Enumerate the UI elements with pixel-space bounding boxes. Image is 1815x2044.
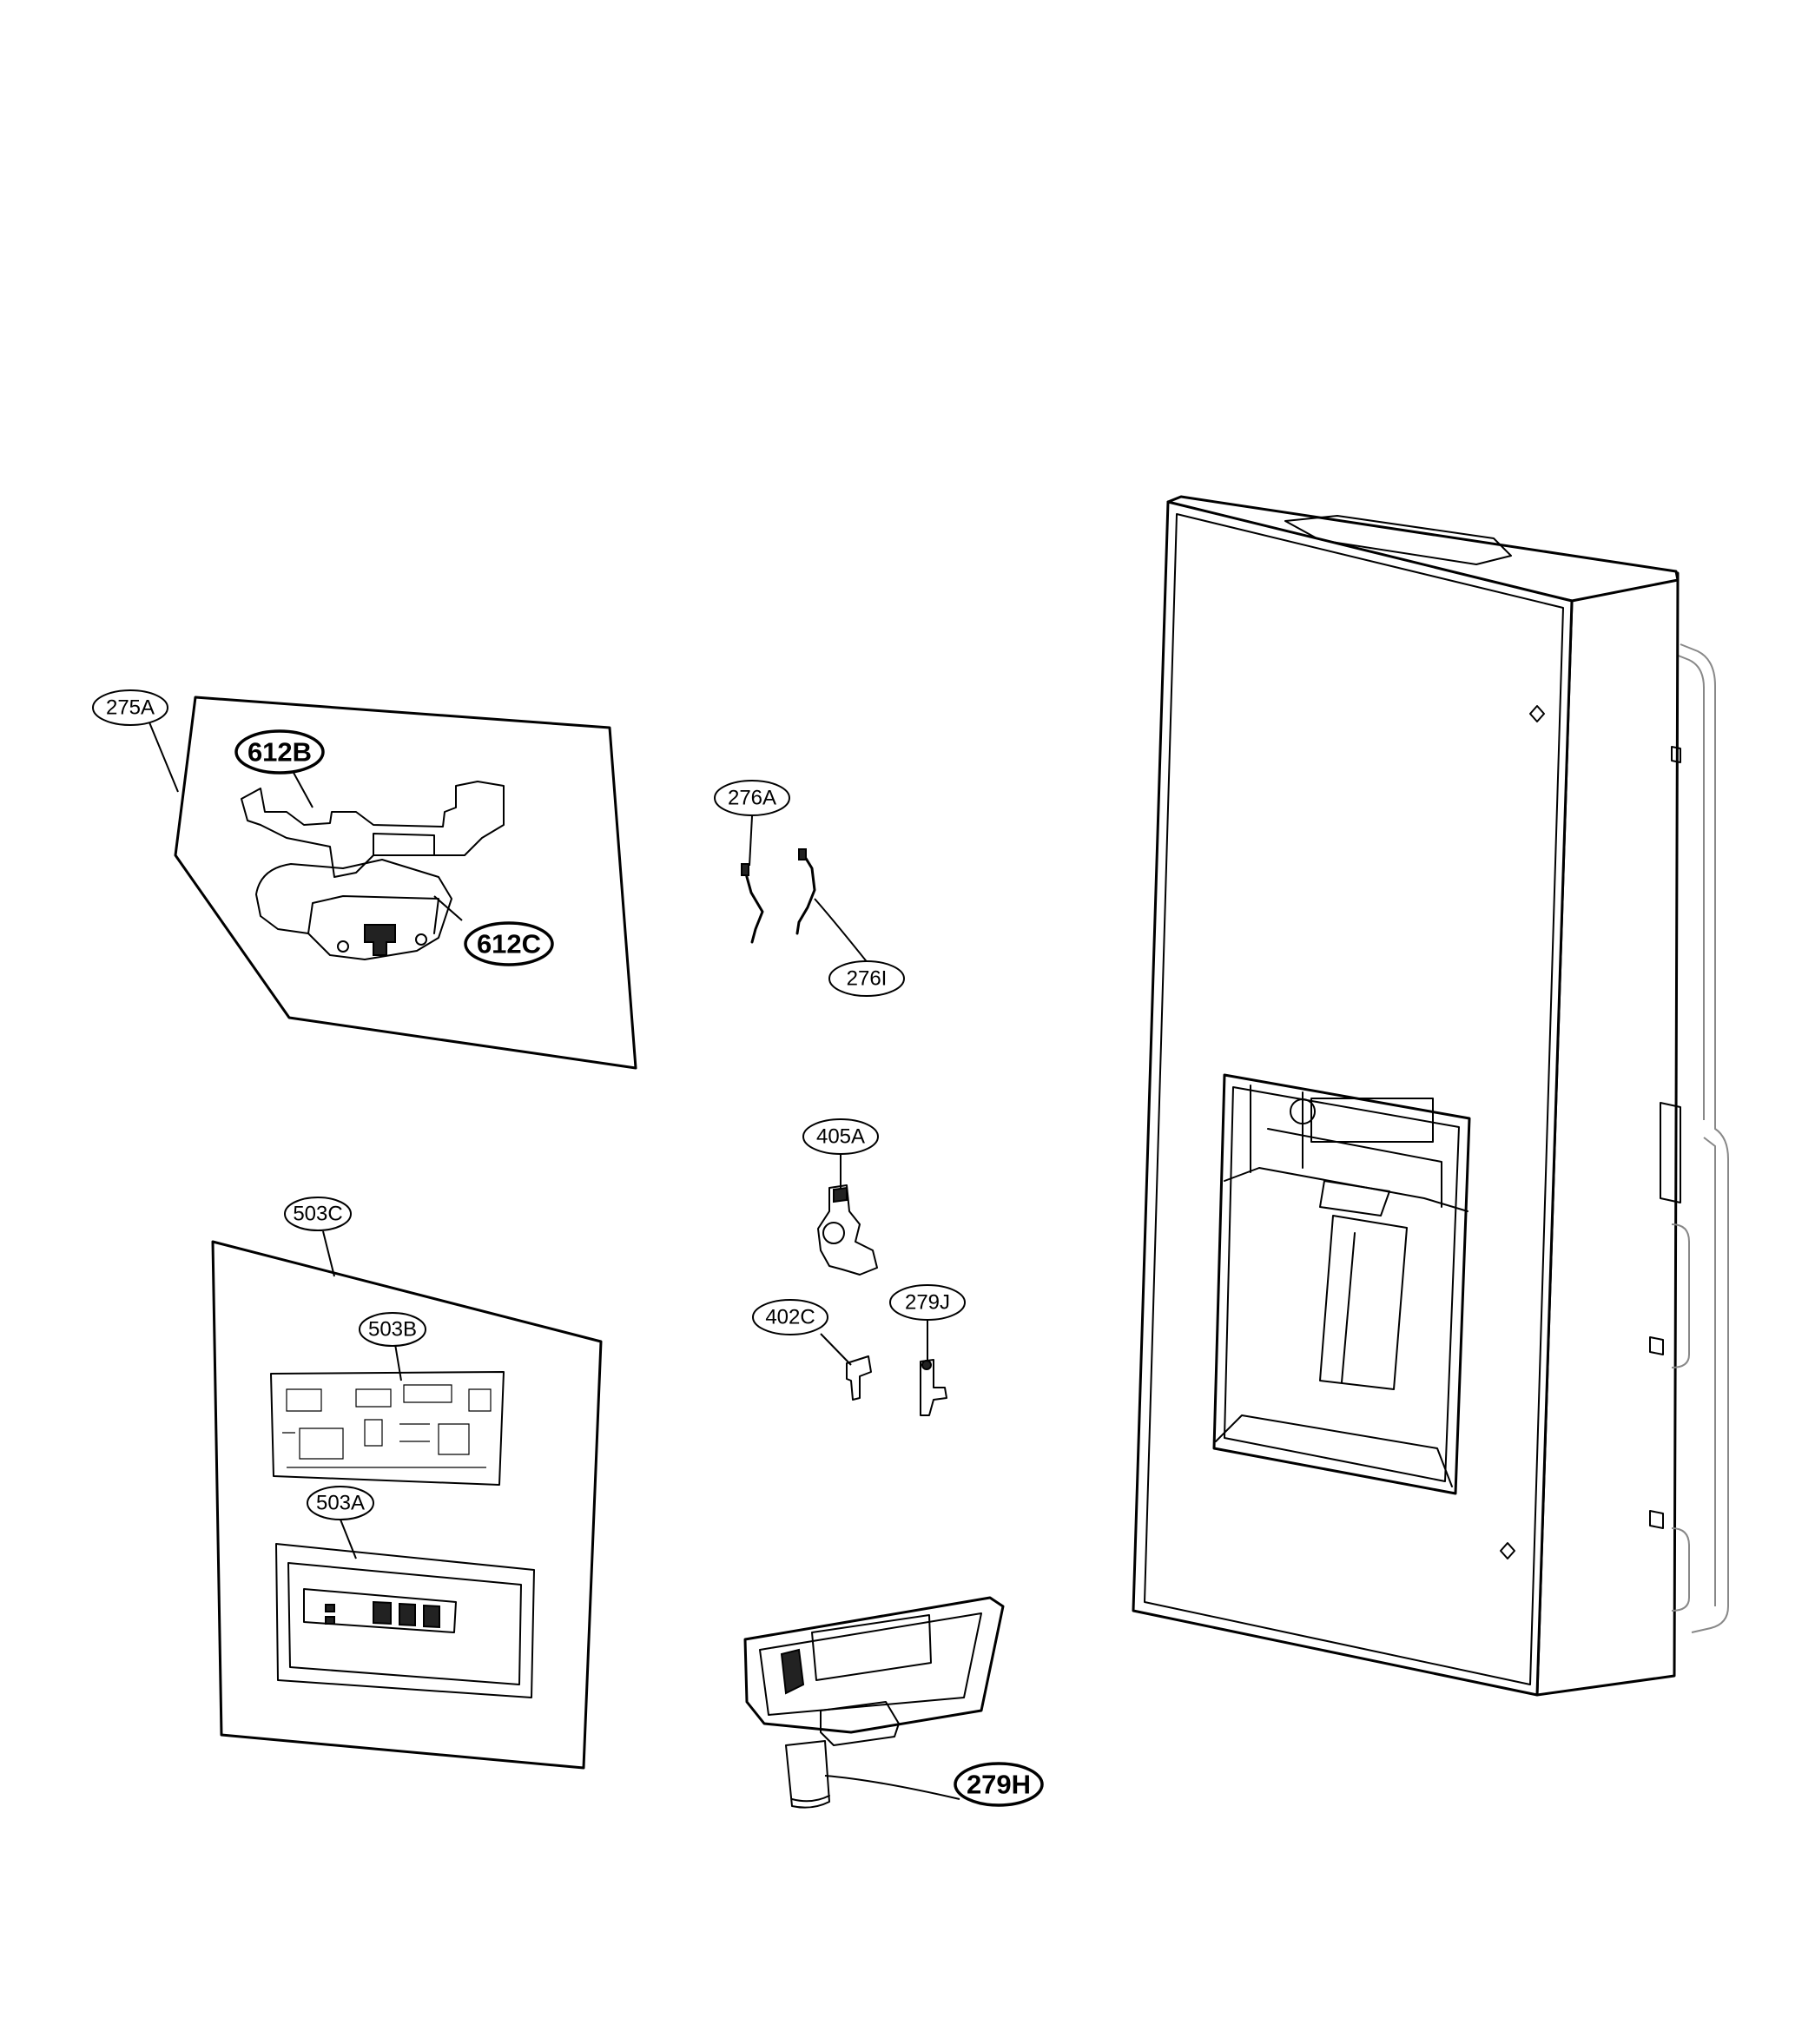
callout-405A-label: 405A bbox=[816, 1125, 865, 1149]
door-side-slot-2 bbox=[1671, 1527, 1690, 1612]
dispenser-housing-279H-chute bbox=[820, 1701, 900, 1746]
callout-275A-label: 275A bbox=[106, 696, 155, 720]
callout-276A-label: 276A bbox=[728, 787, 776, 810]
bezel-503A-button-1 bbox=[373, 1600, 392, 1625]
wire-276I-plug bbox=[798, 848, 807, 860]
door-diamond-marker-upper bbox=[1529, 705, 1545, 722]
panel-503C bbox=[211, 1240, 603, 1770]
wire-276A bbox=[743, 867, 764, 944]
bracket-612B bbox=[241, 781, 505, 878]
callout-276I-label: 276I bbox=[847, 967, 888, 991]
callout-279J-label: 279J bbox=[905, 1291, 950, 1315]
bezel-503A-window bbox=[303, 1588, 457, 1633]
pin-279J-head bbox=[921, 1360, 932, 1370]
bezel-503A-button-3 bbox=[423, 1604, 440, 1629]
wires-276 bbox=[741, 848, 816, 944]
door-side-slot-1 bbox=[1671, 1223, 1690, 1368]
part-279J bbox=[920, 1359, 947, 1416]
callout-503C: 503C bbox=[284, 1197, 352, 1231]
clip-402C bbox=[846, 1355, 872, 1401]
door-front-inner-edge bbox=[1144, 513, 1564, 1685]
pin-279J bbox=[920, 1359, 947, 1416]
door-side-tab-4 bbox=[1649, 1510, 1664, 1529]
actuator-405A-body bbox=[817, 1184, 878, 1276]
callout-279H: 279H bbox=[954, 1762, 1044, 1807]
pcb-503B bbox=[270, 1371, 505, 1486]
leader-612B bbox=[292, 770, 314, 808]
door-side-tab-1 bbox=[1671, 746, 1681, 763]
callout-503B-label: 503B bbox=[368, 1318, 417, 1342]
dispenser-housing-279H-gear bbox=[780, 1648, 805, 1695]
bracket-612B-window bbox=[373, 833, 435, 856]
dispenser-recess-frame bbox=[1212, 1073, 1471, 1495]
callout-275A: 275A bbox=[92, 689, 168, 726]
callout-612C: 612C bbox=[464, 921, 554, 966]
leader-lines bbox=[148, 722, 960, 1800]
dispenser-housing-279H-frame bbox=[759, 1612, 982, 1716]
dispenser-paddle-279H bbox=[785, 1740, 830, 1809]
door-side-tab-2 bbox=[1660, 1102, 1681, 1203]
dispenser-housing-279H-module bbox=[811, 1614, 932, 1681]
leader-279H bbox=[824, 1775, 960, 1800]
actuator-405A-gear bbox=[822, 1222, 845, 1244]
door-rear-liner bbox=[1680, 643, 1729, 1633]
callout-405A: 405A bbox=[802, 1118, 879, 1155]
housing-612C-screw-left bbox=[337, 940, 349, 953]
dispenser-paddle-edge bbox=[1341, 1232, 1356, 1383]
callout-279H-label: 279H bbox=[967, 1770, 1031, 1800]
panel-275A bbox=[174, 696, 637, 1070]
housing-612C-connector bbox=[364, 924, 396, 956]
callout-279J: 279J bbox=[889, 1284, 966, 1321]
leader-503C bbox=[322, 1230, 335, 1277]
dispenser-upper-gear bbox=[1290, 1098, 1316, 1124]
housing-612C-front bbox=[307, 895, 439, 934]
door-diamond-marker-lower bbox=[1500, 1542, 1515, 1559]
part-402C bbox=[846, 1355, 872, 1401]
callout-612B: 612B bbox=[234, 729, 325, 775]
housing-612C bbox=[255, 859, 452, 960]
leader-275A bbox=[148, 722, 179, 793]
dispenser-upper-housing bbox=[1250, 1085, 1442, 1208]
callout-503A-label: 503A bbox=[316, 1492, 365, 1515]
bezel-503A-button-2 bbox=[399, 1602, 416, 1627]
callout-503C-label: 503C bbox=[293, 1203, 342, 1226]
leader-612C bbox=[433, 895, 463, 921]
dispenser-housing-279H bbox=[743, 1596, 1005, 1734]
bezel-503A-indicator-1 bbox=[325, 1604, 335, 1612]
housing-612C-screw-right bbox=[415, 933, 427, 946]
callout-503B: 503B bbox=[359, 1312, 426, 1347]
callout-503A: 503A bbox=[307, 1486, 374, 1520]
callout-402C-label: 402C bbox=[765, 1306, 815, 1329]
callout-276I: 276I bbox=[828, 960, 905, 997]
dispenser-paddle-279H-base bbox=[791, 1795, 830, 1803]
panel-275A-outline bbox=[174, 696, 637, 1070]
part-279H bbox=[743, 1596, 1005, 1809]
callout-402C: 402C bbox=[752, 1299, 828, 1335]
dispenser-paddle bbox=[1319, 1215, 1408, 1390]
part-405A bbox=[817, 1184, 878, 1276]
bezel-503A-indicator-2 bbox=[325, 1616, 335, 1625]
leader-402C bbox=[820, 1333, 852, 1366]
leader-276I bbox=[814, 898, 869, 965]
leader-503B bbox=[394, 1343, 402, 1381]
leader-276A bbox=[749, 815, 753, 867]
bezel-503A-inner bbox=[287, 1562, 522, 1685]
wire-276I bbox=[795, 851, 816, 935]
wire-276A-plug bbox=[741, 863, 749, 876]
bezel-503A bbox=[275, 1543, 535, 1698]
dispenser-recess-floor bbox=[1215, 1414, 1453, 1487]
callout-612C-label: 612C bbox=[477, 929, 541, 959]
door-rear-liner-inner bbox=[1671, 652, 1716, 1606]
callout-276A: 276A bbox=[714, 780, 790, 816]
leader-503A bbox=[340, 1519, 357, 1559]
callout-612B-label: 612B bbox=[248, 737, 312, 768]
dispenser-chute bbox=[1319, 1180, 1390, 1217]
pcb-503B-traces bbox=[282, 1384, 492, 1468]
actuator-405A-tab bbox=[833, 1186, 848, 1203]
door-side-tab-3 bbox=[1649, 1336, 1664, 1355]
dispenser-recess-inner bbox=[1224, 1086, 1460, 1482]
refrigerator-door-assembly bbox=[1132, 495, 1729, 1697]
